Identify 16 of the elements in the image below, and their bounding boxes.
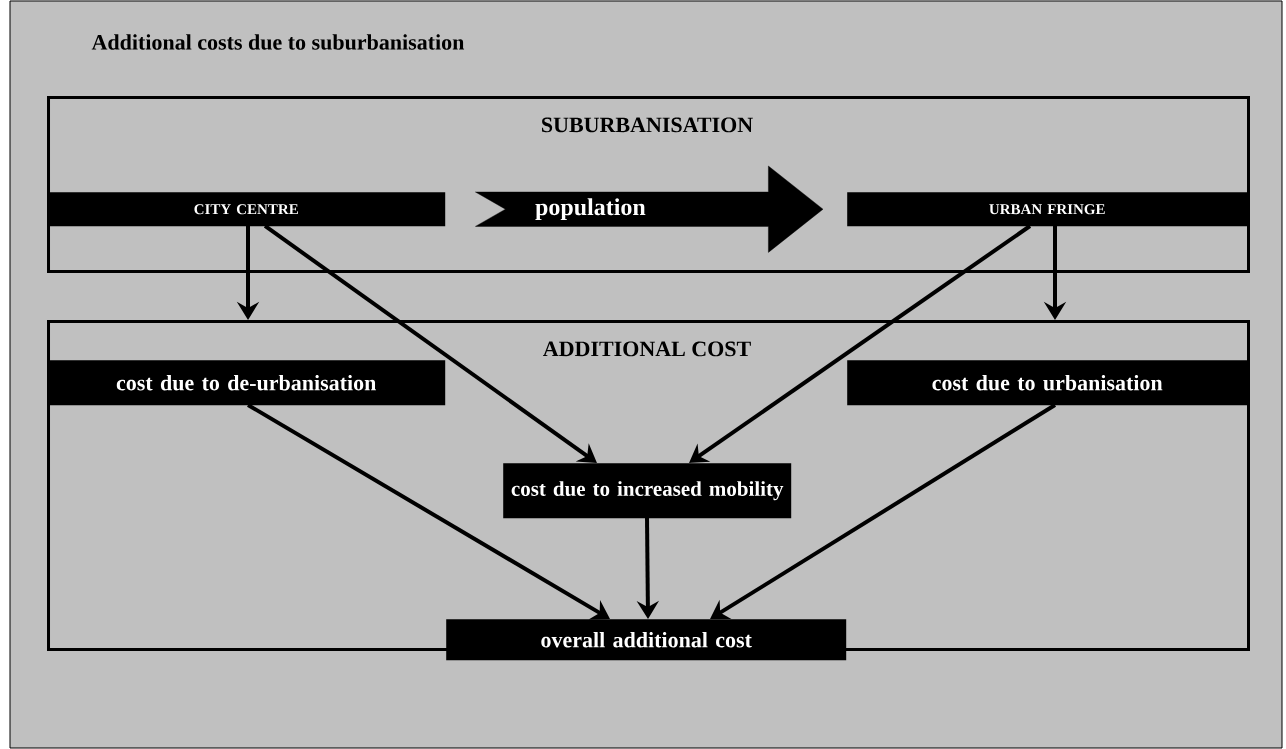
arrow [710, 403, 1057, 619]
node-label: URBAN FRINGE [989, 204, 1105, 215]
label-bar: CITY CENTRE [47, 192, 446, 227]
label-bar: cost due to increased mobility [503, 463, 792, 519]
label-bar: cost due to urbanisation [847, 360, 1248, 406]
node-label: cost due to de-urbanisation [116, 374, 377, 391]
edge-label: population [535, 198, 646, 221]
node-label: CITY CENTRE [194, 204, 298, 215]
label-bar: URBAN FRINGE [847, 192, 1248, 227]
arrow [689, 224, 1032, 463]
block-arrow [475, 165, 824, 253]
arrow [263, 224, 597, 463]
node-label: cost due to urbanisation [932, 374, 1163, 391]
arrow [247, 403, 610, 620]
title: Additional costs due to suburbanisation [91, 34, 465, 50]
label-bar: cost due to de-urbanisation [47, 360, 446, 406]
